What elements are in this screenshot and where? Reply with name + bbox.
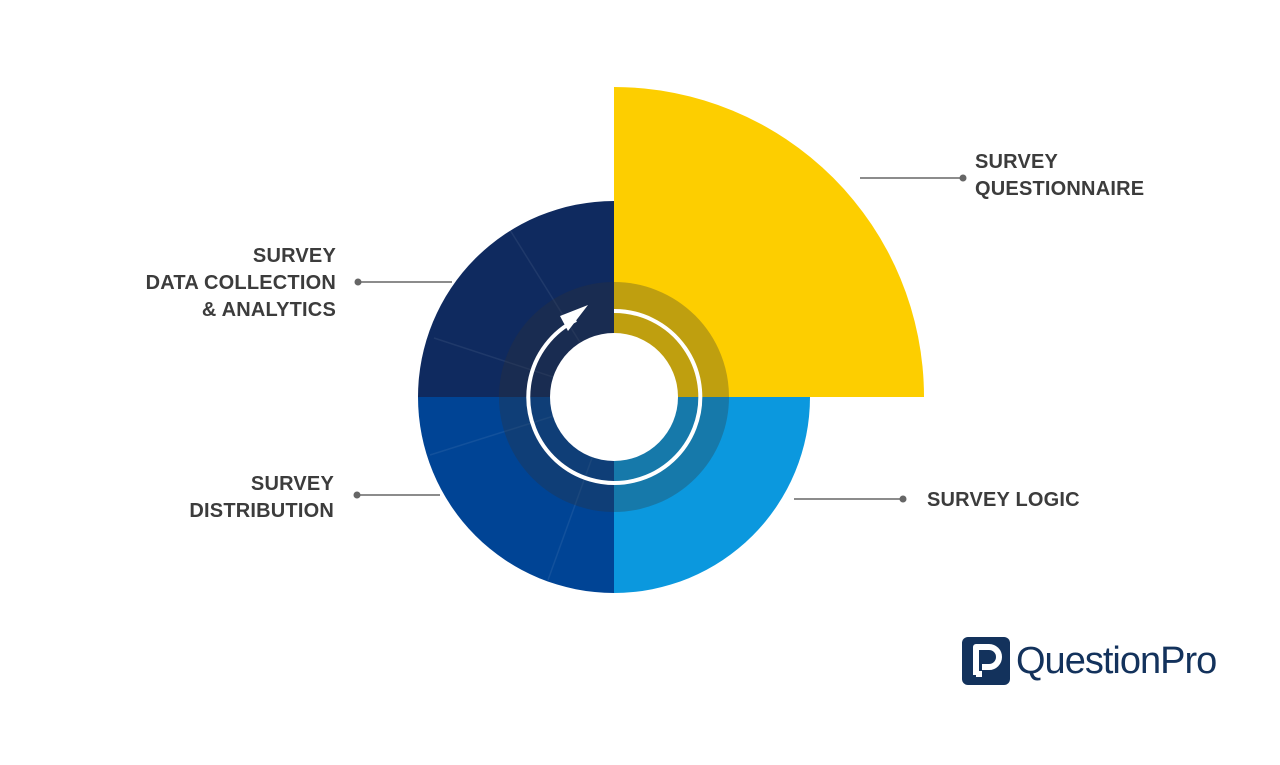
label-survey-distribution: SURVEY DISTRIBUTION (189, 471, 334, 525)
label-line: SURVEY LOGIC (927, 489, 1080, 511)
label-line: SURVEY (252, 245, 336, 267)
label-line: & ANALYTICS (201, 299, 336, 321)
sector-survey-distribution (418, 397, 614, 593)
label-line: SURVEY (250, 473, 334, 495)
circular-arrow-icon (526, 308, 703, 485)
sector-survey-questionnaire (614, 87, 924, 397)
connector-logic (794, 495, 907, 503)
brand-name: QuestionPro (1016, 640, 1217, 682)
arrow-head (560, 305, 588, 331)
connector-data-collection (354, 278, 452, 286)
sector-survey-data-collection (418, 201, 614, 397)
label-line: DATA COLLECTION (145, 272, 336, 294)
label-line: SURVEY (975, 151, 1059, 173)
connector-questionnaire (860, 174, 967, 182)
label-line: QUESTIONNAIRE (975, 178, 1145, 200)
label-line: DISTRIBUTION (189, 500, 334, 522)
questionpro-logo: QuestionPro (962, 635, 1217, 687)
label-survey-data-collection: SURVEY DATA COLLECTION & ANALYTICS (146, 243, 336, 324)
label-survey-questionnaire: SURVEY QUESTIONNAIRE (975, 149, 1144, 203)
connector-distribution (353, 491, 440, 499)
center-hole (550, 333, 678, 461)
p-logo-icon (962, 637, 1010, 685)
sector-survey-logic (614, 397, 810, 593)
label-survey-logic: SURVEY LOGIC (927, 487, 1080, 514)
